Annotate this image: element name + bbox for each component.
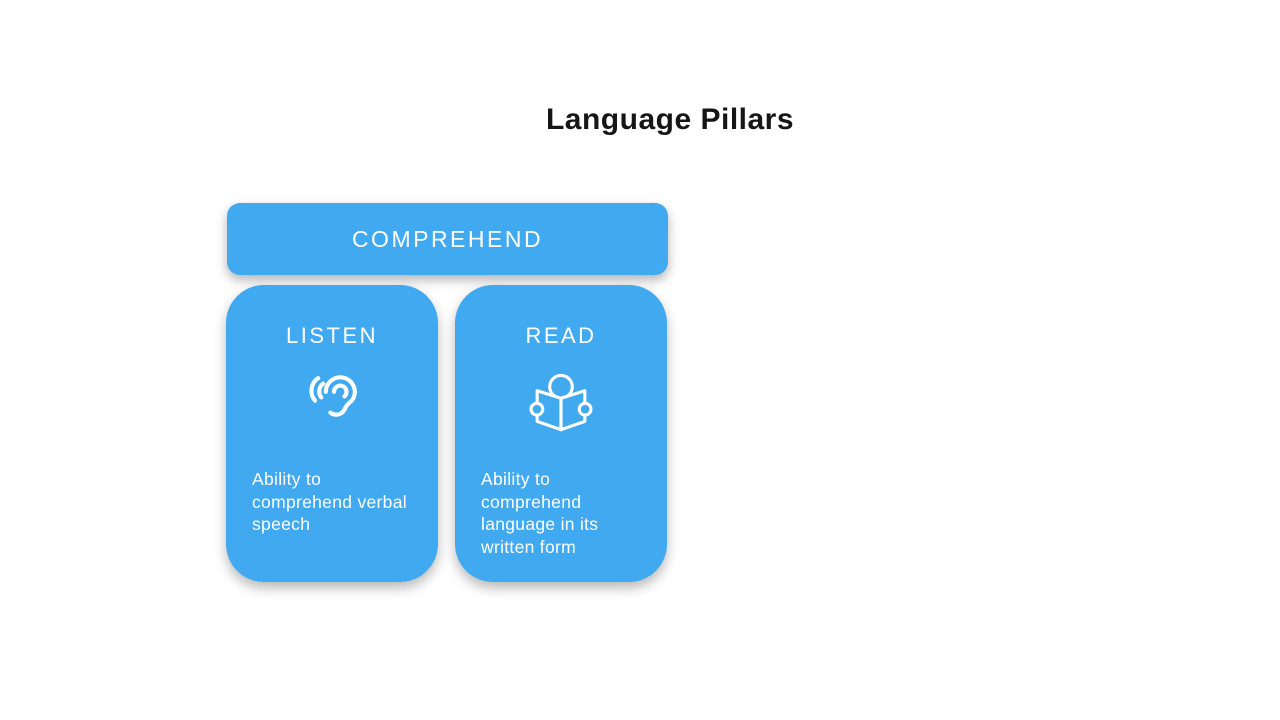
listen-card-description: Ability to comprehend verbal speech: [252, 469, 407, 534]
listen-card-label: LISTEN: [285, 323, 379, 348]
comprehend-bar: COMPREHEND: [227, 203, 668, 275]
read-card-description: Ability to comprehend language in its wr…: [481, 469, 599, 557]
read-card: READ Ability to comprehend language in i…: [455, 285, 667, 582]
comprehend-bar-label: COMPREHEND: [351, 225, 544, 252]
read-card-label: READ: [525, 323, 597, 348]
person-reading-book-icon: [455, 369, 667, 433]
listen-card: LISTEN Ability to comprehend verbal spee…: [226, 285, 438, 582]
page-title: Language Pillars: [545, 103, 795, 136]
ear-listening-icon: [226, 369, 438, 421]
